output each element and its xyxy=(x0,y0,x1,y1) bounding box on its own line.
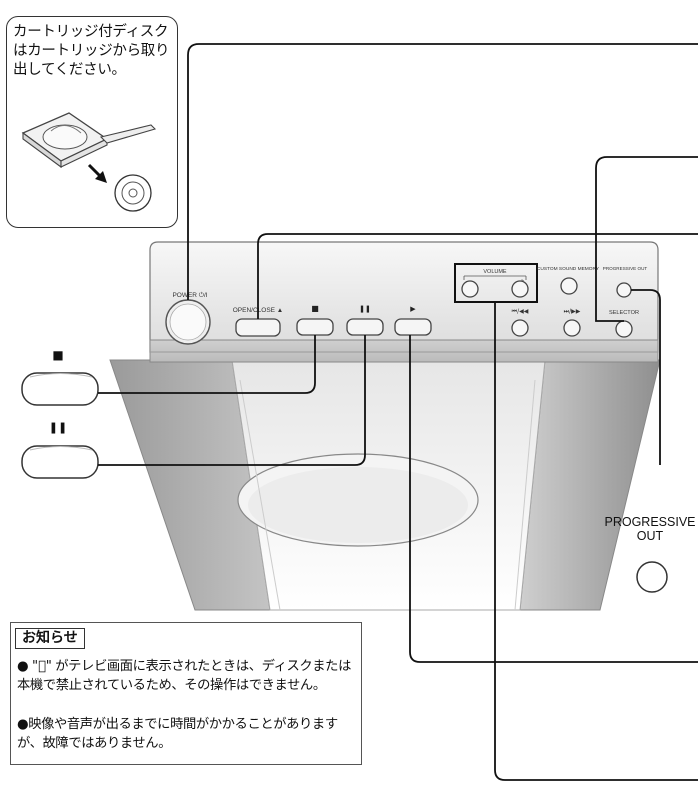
leader-play xyxy=(409,335,698,663)
leader-selector xyxy=(595,156,698,322)
cartridge-callout: カートリッジ付ディスクはカートリッジから取り出してください。 xyxy=(6,16,178,228)
volume-label: VOLUME xyxy=(483,269,507,275)
selector-label: SELECTOR xyxy=(609,310,639,316)
progressive-out-large-button[interactable] xyxy=(636,561,668,593)
stop-button[interactable] xyxy=(296,318,334,336)
custom-sound-label: CUSTOM SOUND MEMORY xyxy=(537,266,600,272)
left-stop-symbol: ■ xyxy=(52,348,63,362)
power-label: POWER ⏻/I xyxy=(172,292,207,299)
notice-item-2: ●映像や音声が出るまでに時間がかかることがありますが、故障ではありません。 xyxy=(17,717,338,751)
notice-title: お知らせ xyxy=(15,628,85,649)
notice-box: お知らせ ● "⃠" がテレビ画面に表示されたときは、ディスクまたは本機で禁止さ… xyxy=(10,622,362,765)
custom-sound-button[interactable] xyxy=(560,277,578,295)
skip-forward-label: ⏭/▶▶ xyxy=(564,308,581,315)
open-close-button[interactable] xyxy=(235,318,281,337)
leader-progressive xyxy=(631,289,661,465)
skip-back-label: ⏮/◀◀ xyxy=(512,308,529,315)
left-stop-button[interactable] xyxy=(21,372,99,406)
left-pause-button[interactable] xyxy=(21,445,99,479)
leader-power xyxy=(187,43,698,300)
volume-group xyxy=(454,263,538,303)
leader-volume xyxy=(494,302,698,781)
leader-open-close xyxy=(257,233,698,319)
progressive-panel-label: PROGRESSIVE OUT xyxy=(603,266,648,271)
callout-text: カートリッジ付ディスクはカートリッジから取り出してください。 xyxy=(13,24,170,78)
play-panel-symbol: ▶ xyxy=(410,305,416,313)
skip-forward-button[interactable] xyxy=(563,319,581,337)
progressive-out-label: PROGRESSIVE OUT xyxy=(604,515,696,543)
skip-back-button[interactable] xyxy=(511,319,529,337)
front-panel xyxy=(149,241,659,363)
stop-panel-symbol: ■ xyxy=(311,304,319,313)
leader-lines xyxy=(98,43,698,781)
volume-down-button[interactable] xyxy=(461,280,479,298)
pause-panel-symbol: ❚❚ xyxy=(359,305,371,313)
notice-item-1: ● "⃠" がテレビ画面に表示されたときは、ディスクまたは本機で禁止されているた… xyxy=(17,659,351,693)
selector-button[interactable] xyxy=(615,320,633,338)
power-button[interactable] xyxy=(165,299,211,345)
play-button[interactable] xyxy=(394,318,432,336)
volume-up-button[interactable] xyxy=(511,280,529,298)
device-body xyxy=(109,359,661,611)
cartridge-disc-icon xyxy=(21,112,157,212)
leader-pause xyxy=(98,335,366,466)
leader-stop xyxy=(98,335,316,394)
pause-button[interactable] xyxy=(346,318,384,336)
left-pause-symbol: ❚❚ xyxy=(49,421,67,434)
progressive-out-button[interactable] xyxy=(616,282,632,298)
